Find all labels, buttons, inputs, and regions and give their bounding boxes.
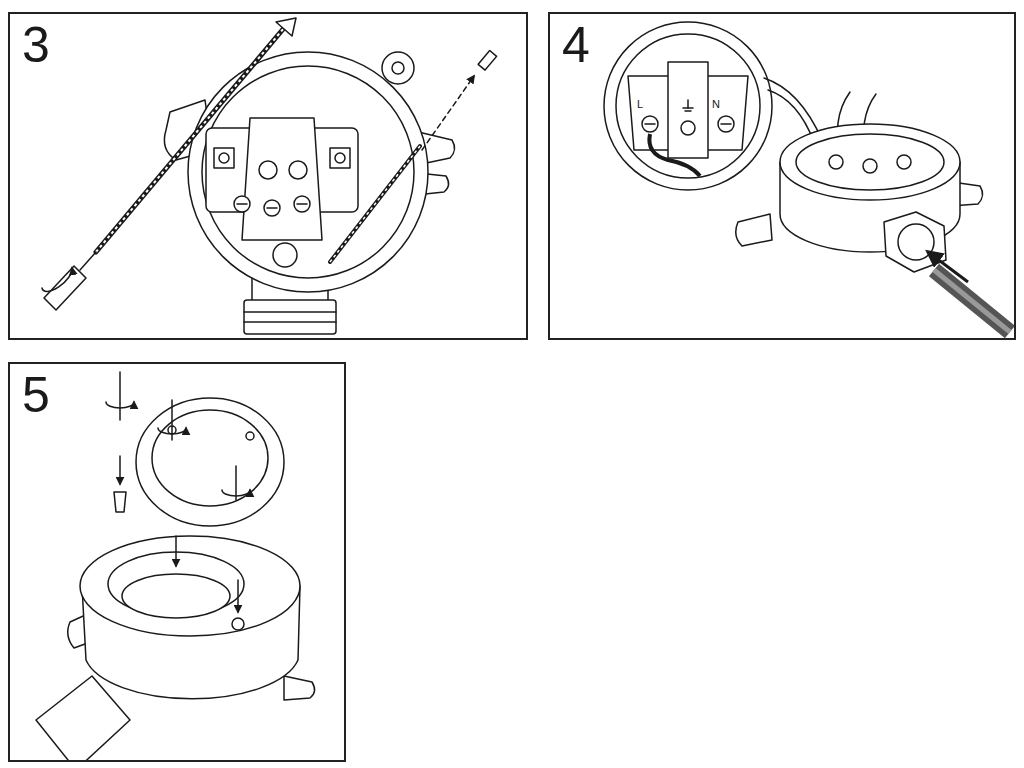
wall-screw bbox=[96, 18, 420, 262]
socket-insert bbox=[242, 118, 322, 240]
screw bbox=[114, 492, 126, 512]
housing bbox=[232, 618, 244, 630]
socket-insert bbox=[259, 161, 277, 179]
screwdriver bbox=[106, 372, 250, 500]
gland-fitting bbox=[898, 224, 934, 260]
step-number: 3 bbox=[22, 20, 50, 70]
socket-insert bbox=[214, 148, 234, 168]
screwdriver bbox=[119, 372, 121, 420]
cover-lid bbox=[604, 22, 772, 190]
wall-plug bbox=[422, 76, 474, 150]
gland-fitting bbox=[244, 300, 336, 334]
wall-screw bbox=[330, 146, 420, 262]
wire bbox=[764, 78, 822, 140]
cable bbox=[928, 252, 968, 282]
step-number: 4 bbox=[562, 20, 590, 70]
cover-lid bbox=[718, 116, 734, 132]
cover-lid bbox=[152, 410, 268, 506]
cover-lid bbox=[685, 110, 691, 112]
cover-lid bbox=[721, 123, 731, 125]
terminal-label: L bbox=[636, 99, 644, 110]
screwdriver bbox=[42, 252, 96, 310]
mounting-step bbox=[42, 18, 497, 334]
housing bbox=[392, 62, 404, 74]
socket-insert bbox=[289, 161, 307, 179]
screwdriver bbox=[158, 428, 186, 434]
gland-fitting bbox=[244, 311, 336, 313]
cover-lid bbox=[246, 432, 254, 440]
closing-step bbox=[36, 372, 315, 760]
housing bbox=[188, 52, 428, 292]
housing bbox=[284, 676, 315, 700]
screwdriver bbox=[42, 268, 72, 291]
screwdriver bbox=[235, 466, 237, 500]
socket-insert bbox=[264, 200, 280, 216]
housing bbox=[780, 124, 960, 200]
cable bbox=[934, 270, 1010, 332]
gland-fitting bbox=[244, 321, 336, 323]
cover-lid bbox=[604, 22, 772, 190]
screw bbox=[119, 456, 121, 484]
housing bbox=[122, 574, 230, 618]
cover-lid bbox=[681, 121, 695, 135]
step-number: 5 bbox=[22, 370, 50, 420]
screwdriver bbox=[222, 490, 250, 496]
housing bbox=[382, 52, 414, 84]
step-panel: 3 bbox=[8, 12, 528, 340]
wall-screw bbox=[96, 28, 284, 252]
cover-lid bbox=[642, 116, 658, 132]
socket-insert bbox=[297, 203, 307, 205]
wall-screw bbox=[276, 18, 296, 36]
cable bbox=[934, 270, 1010, 332]
socket-insert bbox=[294, 196, 310, 212]
screwdriver bbox=[80, 252, 96, 270]
socket-insert bbox=[219, 153, 229, 163]
gland-fitting bbox=[884, 212, 946, 272]
screw bbox=[175, 536, 177, 566]
housing bbox=[829, 155, 843, 169]
cover-lid bbox=[136, 398, 284, 526]
cover-lid bbox=[645, 123, 655, 125]
wall-screw bbox=[330, 146, 420, 262]
socket-insert bbox=[234, 196, 250, 212]
cover-lid bbox=[683, 107, 693, 109]
step-panel: 4 bbox=[548, 12, 1016, 340]
housing bbox=[736, 124, 983, 252]
socket-insert bbox=[267, 207, 277, 209]
gland-fitting bbox=[884, 212, 946, 272]
housing bbox=[164, 52, 454, 292]
housing bbox=[36, 676, 130, 760]
housing bbox=[863, 159, 877, 173]
socket-insert bbox=[335, 153, 345, 163]
screw bbox=[114, 456, 238, 612]
housing bbox=[736, 214, 772, 246]
cable bbox=[928, 252, 1010, 332]
socket-insert bbox=[237, 203, 247, 205]
wall-plug bbox=[478, 51, 496, 71]
housing bbox=[36, 536, 315, 760]
wall-plug bbox=[422, 51, 497, 150]
cover-lid bbox=[136, 398, 284, 526]
housing bbox=[202, 66, 414, 278]
housing bbox=[80, 536, 300, 636]
cover-lid bbox=[616, 34, 760, 178]
socket-insert bbox=[206, 118, 358, 267]
screw bbox=[237, 580, 239, 612]
wall-screw bbox=[96, 28, 284, 252]
wiring-step bbox=[604, 22, 1010, 332]
screwdriver bbox=[106, 402, 134, 408]
screwdriver bbox=[44, 266, 86, 310]
housing bbox=[897, 155, 911, 169]
socket-insert bbox=[330, 148, 350, 168]
socket-insert bbox=[273, 243, 297, 267]
cover-lid bbox=[668, 62, 708, 158]
terminal-label: N bbox=[711, 99, 721, 110]
cover-lid bbox=[649, 134, 700, 176]
step-panel: 5 bbox=[8, 362, 346, 762]
housing bbox=[796, 134, 944, 190]
cover-lid bbox=[687, 100, 689, 108]
